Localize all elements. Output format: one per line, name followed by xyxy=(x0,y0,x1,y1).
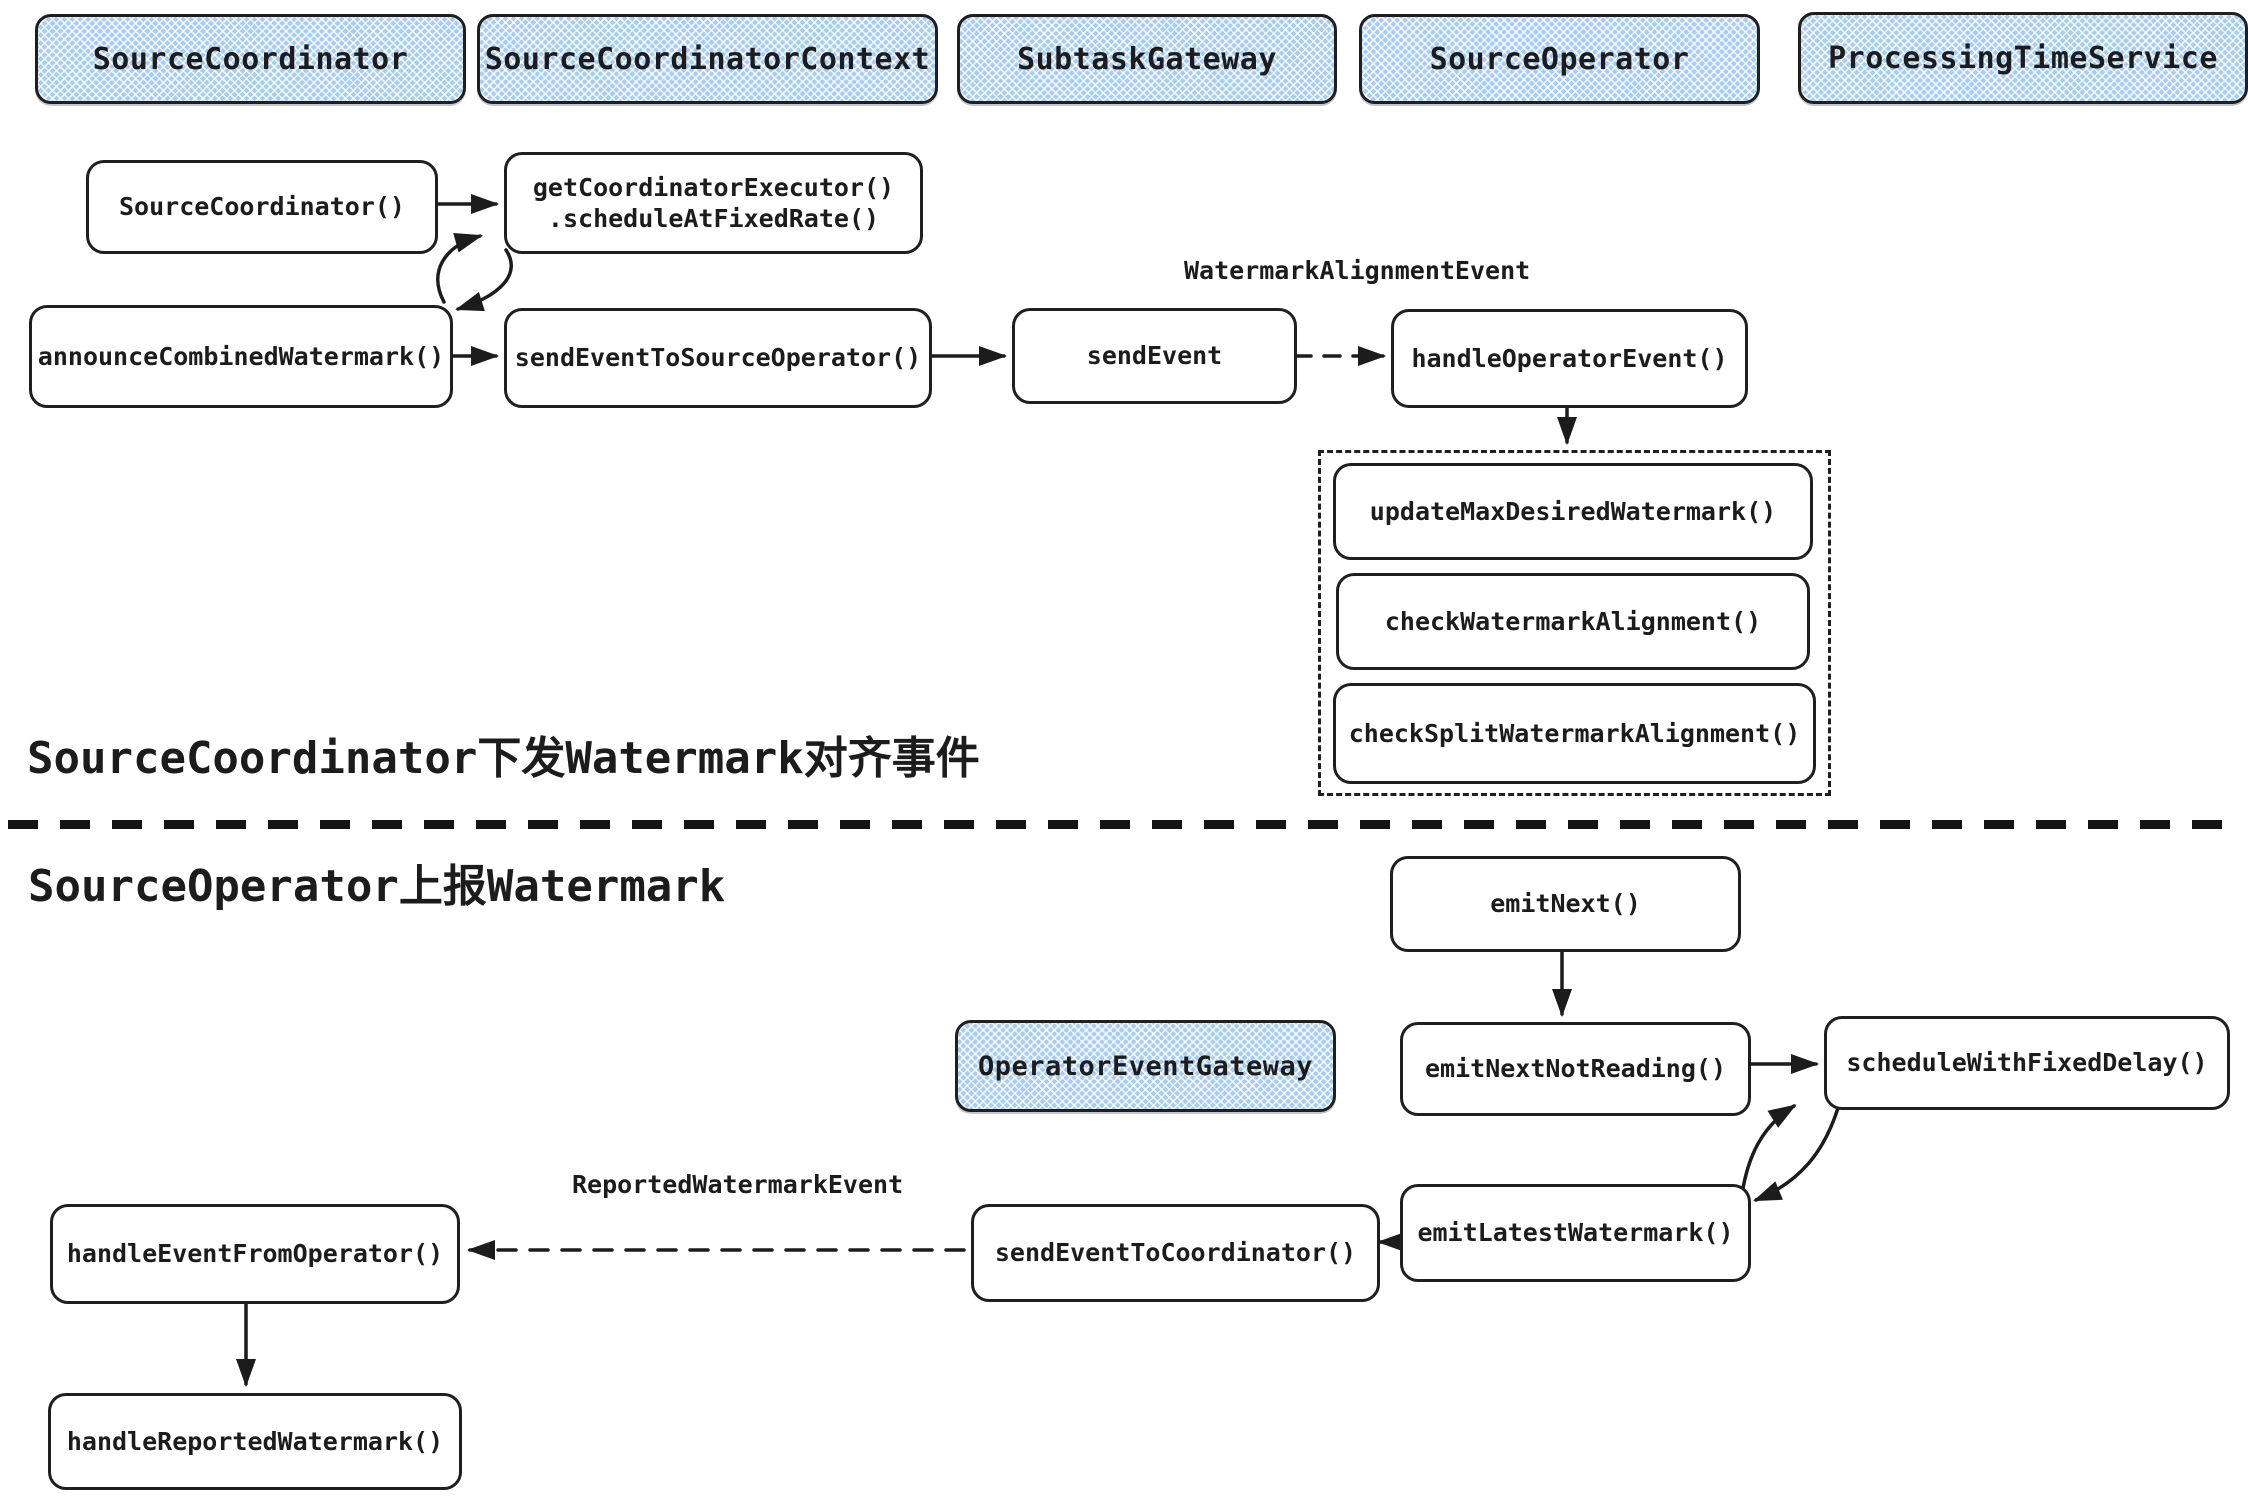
node-label: handleReportedWatermark() xyxy=(66,1426,444,1456)
node-label: scheduleWithFixedDelay() xyxy=(1846,1048,2208,1078)
section-title-operator-report: SourceOperator上报Watermark xyxy=(28,861,726,912)
node-handle-operator-event: handleOperatorEvent() xyxy=(1391,309,1748,408)
lane-label: ProcessingTimeService xyxy=(1828,40,2218,76)
node-emit-next: emitNext() xyxy=(1390,856,1741,952)
lane-label: SourceOperator xyxy=(1429,41,1690,77)
edge-schedule-to-emitlatest-loop xyxy=(1753,1106,1840,1202)
lane-label: SourceCoordinator xyxy=(92,41,409,77)
section-divider-dashed-line xyxy=(8,820,2240,829)
lane-source-operator: SourceOperator xyxy=(1359,14,1760,104)
lane-processing-time-service: ProcessingTimeService xyxy=(1798,12,2248,104)
node-label: announceCombinedWatermark() xyxy=(37,341,445,371)
node-label: getCoordinatorExecutor() .scheduleAtFixe… xyxy=(532,172,895,233)
node-update-max-desired-watermark: updateMaxDesiredWatermark() xyxy=(1333,463,1813,560)
node-check-watermark-alignment: checkWatermarkAlignment() xyxy=(1336,573,1810,670)
node-label: sendEvent xyxy=(1086,341,1223,371)
node-source-coordinator-ctor: SourceCoordinator() xyxy=(86,160,438,254)
node-label: emitNextNotReading() xyxy=(1424,1054,1727,1084)
edge-announce-to-executor-loop xyxy=(436,233,483,304)
node-label: handleEventFromOperator() xyxy=(66,1239,444,1269)
node-check-split-watermark-alignment: checkSplitWatermarkAlignment() xyxy=(1333,683,1816,784)
node-handle-reported-watermark: handleReportedWatermark() xyxy=(48,1393,462,1490)
node-label: checkSplitWatermarkAlignment() xyxy=(1348,718,1801,748)
lane-subtask-gateway: SubtaskGateway xyxy=(957,14,1337,104)
lane-source-coordinator-context: SourceCoordinatorContext xyxy=(477,14,938,104)
node-send-event-to-source-operator: sendEventToSourceOperator() xyxy=(504,308,932,408)
node-emit-latest-watermark: emitLatestWatermark() xyxy=(1400,1184,1751,1282)
node-emit-next-not-reading: emitNextNotReading() xyxy=(1400,1022,1751,1116)
node-label: emitLatestWatermark() xyxy=(1417,1218,1734,1248)
edge-label-watermark-alignment-event: WatermarkAlignmentEvent xyxy=(1184,256,1531,285)
node-label: updateMaxDesiredWatermark() xyxy=(1369,496,1777,526)
node-send-event: sendEvent xyxy=(1012,308,1297,404)
edge-emitlatest-to-schedule-loop xyxy=(1740,1104,1797,1196)
node-label: SourceCoordinator() xyxy=(119,192,405,222)
lane-label: SourceCoordinatorContext xyxy=(484,41,931,77)
node-schedule-with-fixed-delay: scheduleWithFixedDelay() xyxy=(1824,1016,2230,1110)
node-label: checkWatermarkAlignment() xyxy=(1384,606,1762,636)
node-handle-event-from-operator: handleEventFromOperator() xyxy=(50,1204,460,1304)
node-label: handleOperatorEvent() xyxy=(1411,343,1728,373)
node-label: emitNext() xyxy=(1490,889,1641,919)
node-announce-combined-watermark: announceCombinedWatermark() xyxy=(29,305,453,408)
lane-label: SubtaskGateway xyxy=(1017,41,1277,77)
node-get-coordinator-executor: getCoordinatorExecutor() .scheduleAtFixe… xyxy=(504,152,923,254)
lane-operator-event-gateway: OperatorEventGateway xyxy=(955,1020,1336,1112)
node-send-event-to-coordinator: sendEventToCoordinator() xyxy=(971,1204,1380,1302)
node-label: sendEventToSourceOperator() xyxy=(514,343,922,373)
section-title-coordinator-dispatch: SourceCoordinator下发Watermark对齐事件 xyxy=(27,733,980,784)
edge-executor-to-announce-loop xyxy=(455,248,513,312)
edge-label-reported-watermark-event: ReportedWatermarkEvent xyxy=(572,1170,904,1199)
node-label: sendEventToCoordinator() xyxy=(994,1238,1357,1268)
group-watermark-handlers xyxy=(1318,450,1831,796)
lane-label: OperatorEventGateway xyxy=(977,1050,1314,1082)
lane-source-coordinator: SourceCoordinator xyxy=(35,14,466,104)
